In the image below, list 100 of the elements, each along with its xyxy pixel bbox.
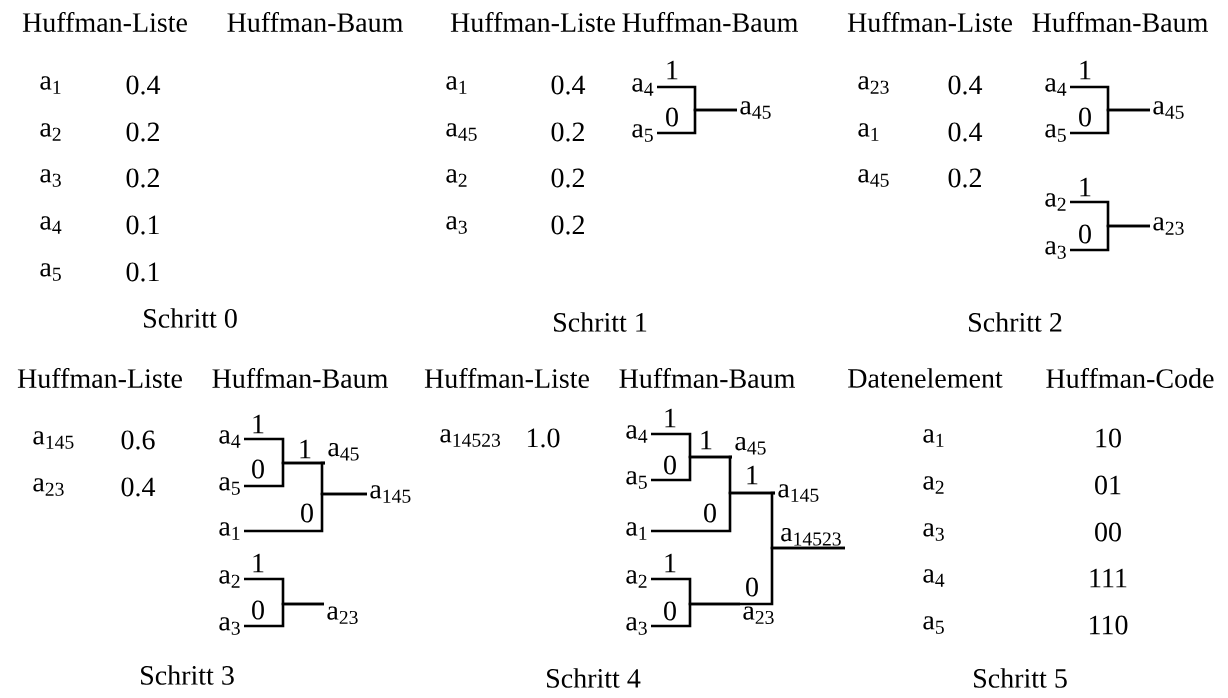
tree-branch-line (657, 108, 737, 135)
column-heading: Huffman-Liste (22, 12, 187, 32)
symbol-label: a$_{45}$ (446, 123, 477, 141)
symbol-label: a$_{4}$ (219, 430, 241, 448)
tree-branch-line (1070, 108, 1150, 135)
column-heading: Huffman-Baum (619, 368, 795, 388)
step-caption: Schritt 0 (144, 308, 237, 328)
probability-value: 0.2 (551, 168, 584, 188)
symbol-label: a$_{145}$ (33, 431, 74, 449)
bit-label: 1 (744, 464, 760, 486)
symbol-label: a$_{1}$ (923, 429, 944, 447)
bit-label: 0 (1077, 106, 1093, 128)
probability-value: 0.4 (126, 75, 161, 95)
symbol-label: a$_{23}$ (858, 76, 889, 94)
symbol-label: a$_{14523}$ (440, 429, 501, 447)
step-caption: Schritt 1 (554, 312, 647, 332)
symbol-label: a$_{2}$ (626, 570, 647, 588)
symbol-label: a$_{145}$ (370, 485, 411, 503)
symbol-label: a$_{5}$ (632, 124, 653, 142)
bit-label: 1 (664, 59, 680, 81)
probability-value: 1.0 (527, 428, 560, 448)
step-caption: Schritt 4 (547, 668, 641, 688)
symbol-label: a$_{2}$ (923, 476, 944, 494)
symbol-label: a$_{2}$ (446, 169, 467, 187)
symbol-label: a$_{3}$ (923, 523, 944, 541)
probability-value: 0.1 (126, 215, 159, 235)
symbol-label: a$_{1}$ (858, 123, 879, 141)
symbol-label: a$_{3}$ (1045, 241, 1066, 259)
symbol-label: a$_{5}$ (219, 477, 240, 495)
tree-branch-line (740, 546, 845, 606)
symbol-label: a$_{1}$ (219, 522, 240, 540)
symbol-label: a$_{5}$ (40, 263, 61, 281)
bit-label: 0 (662, 600, 678, 622)
symbol-label: a$_{23}$ (1153, 217, 1184, 235)
bit-label: 1 (1077, 59, 1093, 81)
column-heading: Huffman-Baum (622, 12, 798, 32)
bit-label: 0 (250, 599, 266, 621)
bit-label: 1 (662, 407, 678, 429)
code-value: 111 (1090, 568, 1127, 588)
symbol-label: a$_{4}$ (626, 425, 648, 443)
symbol-label: a$_{45}$ (328, 442, 359, 461)
code-value: 01 (1095, 475, 1121, 495)
column-heading: Huffman-Baum (1032, 12, 1208, 32)
probability-value: 0.2 (551, 215, 584, 235)
code-value: 110 (1089, 615, 1128, 635)
probability-value: 0.4 (551, 75, 586, 95)
symbol-label: a$_{145}$ (778, 484, 819, 502)
tree-branch-line (244, 602, 324, 628)
bit-label: 0 (744, 576, 760, 598)
bit-label: 0 (299, 502, 315, 524)
symbol-label: a$_{4}$ (923, 569, 945, 587)
code-value: 00 (1095, 522, 1121, 542)
step-caption: Schritt 3 (141, 665, 234, 685)
symbol-label: a$_{4}$ (632, 78, 654, 96)
bit-label: 1 (698, 429, 714, 451)
symbol-label: a$_{14523}$ (781, 527, 841, 546)
probability-value: 0.4 (948, 75, 983, 95)
symbol-label: a$_{45}$ (1153, 101, 1184, 119)
probability-value: 0.2 (126, 168, 159, 188)
column-heading: Huffman-Baum (227, 12, 403, 32)
bit-label: 1 (1077, 176, 1093, 198)
column-heading: Huffman-Liste (17, 368, 182, 388)
symbol-label: a$_{23}$ (33, 478, 64, 496)
probability-value: 0.2 (551, 122, 584, 142)
symbol-label: a$_{5}$ (1045, 124, 1066, 142)
symbol-label: a$_{3}$ (219, 617, 240, 635)
probability-value: 0.2 (126, 122, 159, 142)
step-caption: Schritt 2 (969, 312, 1062, 332)
column-heading: Huffman-Liste (847, 12, 1012, 32)
symbol-label: a$_{45}$ (740, 101, 771, 119)
bit-label: 0 (1077, 223, 1093, 245)
symbol-label: a$_{23}$ (327, 606, 358, 625)
tree-branch-line (1070, 224, 1150, 252)
symbol-label: a$_{2}$ (1045, 193, 1066, 211)
symbol-label: a$_{23}$ (743, 606, 774, 625)
bit-label: 0 (250, 458, 266, 480)
symbol-label: a$_{3}$ (626, 617, 647, 635)
bit-label: 1 (250, 413, 266, 435)
tree-branch-line (244, 492, 367, 533)
symbol-label: a$_{4}$ (1045, 78, 1067, 96)
probability-value: 0.2 (948, 168, 981, 188)
code-value: 10 (1096, 428, 1121, 448)
symbol-label: a$_{2}$ (219, 570, 240, 588)
symbol-label: a$_{3}$ (446, 216, 467, 234)
symbol-label: a$_{2}$ (40, 123, 61, 141)
bit-label: 1 (250, 552, 266, 574)
symbol-label: a$_{1}$ (40, 76, 61, 94)
symbol-label: a$_{1}$ (446, 76, 467, 94)
symbol-label: a$_{3}$ (40, 169, 61, 187)
bit-label: 0 (664, 106, 680, 128)
symbol-label: a$_{5}$ (923, 616, 944, 634)
probability-value: 0.4 (948, 122, 983, 142)
column-heading: Huffman-Baum (212, 368, 388, 388)
symbol-label: a$_{45}$ (735, 436, 766, 455)
probability-value: 0.6 (121, 430, 155, 450)
tree-branch-line (651, 602, 740, 628)
probability-value: 0.1 (126, 262, 159, 282)
column-heading: Huffman-Code (1046, 368, 1214, 388)
bit-label: 1 (297, 438, 313, 460)
symbol-label: a$_{1}$ (626, 522, 647, 540)
